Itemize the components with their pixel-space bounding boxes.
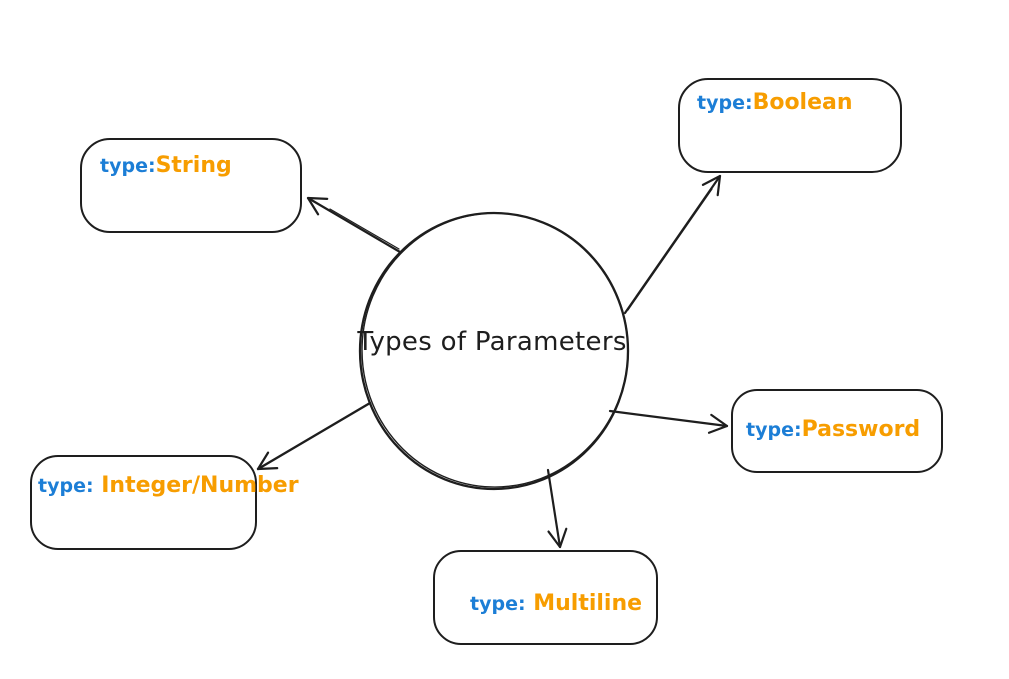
node-box-string[interactable]: type:String	[80, 138, 302, 233]
type-prefix-text: type:	[38, 475, 94, 497]
type-prefix-text: type:	[470, 593, 526, 615]
node-box-integer-number[interactable]: type: Integer/Number	[30, 455, 299, 550]
center-ellipse-label: Types of Parameters	[357, 327, 627, 357]
node-label: type: Integer/Number	[38, 473, 299, 498]
type-prefix-text: type:	[100, 155, 156, 177]
node-box-password[interactable]: type:Password	[731, 389, 943, 473]
center-ellipse[interactable]	[358, 209, 632, 491]
node-box-multiline[interactable]: type: Multiline	[433, 550, 658, 645]
node-box-boolean[interactable]: type:Boolean	[678, 78, 902, 173]
arrow-center-to-multiline[interactable]	[546, 468, 568, 549]
node-label: type: Multiline	[470, 591, 642, 616]
type-value-text: Integer/Number	[93, 473, 299, 498]
type-prefix-text: type:	[697, 92, 753, 114]
node-label: type:Boolean	[697, 90, 853, 115]
type-value-text: Password	[801, 417, 921, 442]
type-value-text: Boolean	[752, 90, 853, 115]
type-prefix-text: type:	[746, 419, 802, 441]
arrow-center-to-integer-number[interactable]	[256, 401, 372, 471]
node-label: type:String	[100, 153, 232, 178]
arrow-center-to-boolean[interactable]	[623, 174, 722, 315]
arrow-center-to-string[interactable]	[306, 196, 402, 254]
type-value-text: Multiline	[525, 591, 643, 616]
type-value-text: String	[155, 153, 232, 178]
arrow-center-to-password[interactable]	[608, 409, 729, 434]
node-label: type:Password	[746, 417, 920, 442]
